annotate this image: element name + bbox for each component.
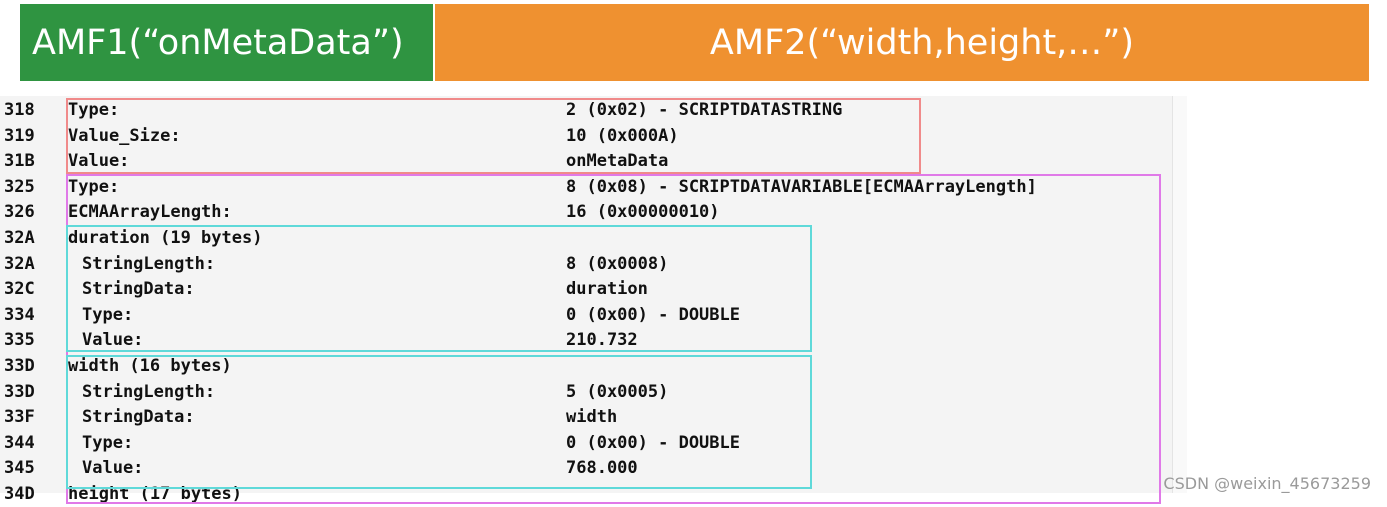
row-offset: 334 <box>4 304 35 325</box>
table-row[interactable]: 33D width (16 bytes) <box>0 354 1170 379</box>
row-offset: 33F <box>4 407 35 428</box>
row-offset: 33D <box>4 356 35 376</box>
table-row[interactable]: 31B Value: onMetaData <box>0 149 1170 174</box>
row-value: 0 (0x00) - DOUBLE <box>566 432 740 453</box>
table-row[interactable]: 32A StringLength: 8 (0x0008) <box>0 252 1170 277</box>
row-field: Value: <box>68 151 130 172</box>
table-row[interactable]: 34D height (17 bytes) <box>0 482 1170 507</box>
row-value: width <box>566 407 618 428</box>
row-field: StringData: <box>82 279 195 300</box>
row-offset: 319 <box>4 125 35 146</box>
row-value: 16 (0x00000010) <box>566 202 720 223</box>
table-row[interactable]: 345 Value: 768.000 <box>0 456 1170 481</box>
row-value: 0 (0x00) - DOUBLE <box>566 304 740 325</box>
table-row[interactable]: 33D StringLength: 5 (0x0005) <box>0 380 1170 405</box>
row-field: Type: <box>82 432 134 453</box>
row-value: 5 (0x0005) <box>566 381 669 402</box>
row-field: height (17 bytes) <box>68 484 242 504</box>
table-row[interactable]: 326 ECMAArrayLength: 16 (0x00000010) <box>0 200 1170 225</box>
row-field: duration (19 bytes) <box>68 228 263 248</box>
amf2-banner-label: AMF2(“width,height,…”) <box>709 22 1135 63</box>
row-value: 8 (0x08) - SCRIPTDATAVARIABLE[ECMAArrayL… <box>566 176 1037 197</box>
row-field: Value: <box>82 330 144 351</box>
row-value: 10 (0x000A) <box>566 125 679 146</box>
row-offset: 32A <box>4 228 35 248</box>
table-row[interactable]: 325 Type: 8 (0x08) - SCRIPTDATAVARIABLE[EC… <box>0 175 1170 200</box>
panel-scrollbar[interactable] <box>1172 96 1187 493</box>
row-field: StringData: <box>82 407 195 428</box>
row-field: StringLength: <box>82 381 216 402</box>
row-offset: 32A <box>4 253 35 274</box>
table-row[interactable]: 32C StringData: duration <box>0 277 1170 302</box>
row-offset: 318 <box>4 100 35 120</box>
row-value: 768.000 <box>566 458 638 479</box>
row-field: Type: <box>68 100 120 120</box>
row-offset: 344 <box>4 432 35 453</box>
table-row[interactable]: 32A duration (19 bytes) <box>0 226 1170 251</box>
amf1-banner-label: AMF1(“onMetaData”) <box>32 22 404 63</box>
row-field: ECMAArrayLength: <box>68 202 232 223</box>
row-value: 2 (0x02) - SCRIPTDATASTRING <box>566 100 843 120</box>
row-value: 8 (0x0008) <box>566 253 669 274</box>
row-value: 210.732 <box>566 330 638 351</box>
row-offset: 325 <box>4 176 35 197</box>
table-row[interactable]: 319 Value_Size: 10 (0x000A) <box>0 124 1170 149</box>
row-offset: 326 <box>4 202 35 223</box>
row-field: Value_Size: <box>68 125 181 146</box>
amf1-banner: AMF1(“onMetaData”) <box>20 4 433 81</box>
table-row[interactable]: 344 Type: 0 (0x00) - DOUBLE <box>0 431 1170 456</box>
table-row[interactable]: 335 Value: 210.732 <box>0 328 1170 353</box>
row-value: onMetaData <box>566 151 669 172</box>
row-offset: 345 <box>4 458 35 479</box>
row-offset: 31B <box>4 151 35 172</box>
table-row[interactable]: 318 Type: 2 (0x02) - SCRIPTDATASTRING <box>0 98 1170 123</box>
amf2-banner: AMF2(“width,height,…”) <box>435 4 1369 81</box>
watermark: CSDN @weixin_45673259 <box>1163 474 1371 493</box>
row-field: Value: <box>82 458 144 479</box>
table-row[interactable]: 334 Type: 0 (0x00) - DOUBLE <box>0 303 1170 328</box>
row-offset: 34D <box>4 484 35 504</box>
row-value: duration <box>566 279 648 300</box>
row-offset: 32C <box>4 279 35 300</box>
row-offset: 33D <box>4 381 35 402</box>
row-field: Type: <box>68 176 120 197</box>
row-field: Type: <box>82 304 134 325</box>
row-offset: 335 <box>4 330 35 351</box>
row-field: StringLength: <box>82 253 216 274</box>
table-row[interactable]: 33F StringData: width <box>0 405 1170 430</box>
row-field: width (16 bytes) <box>68 356 232 376</box>
